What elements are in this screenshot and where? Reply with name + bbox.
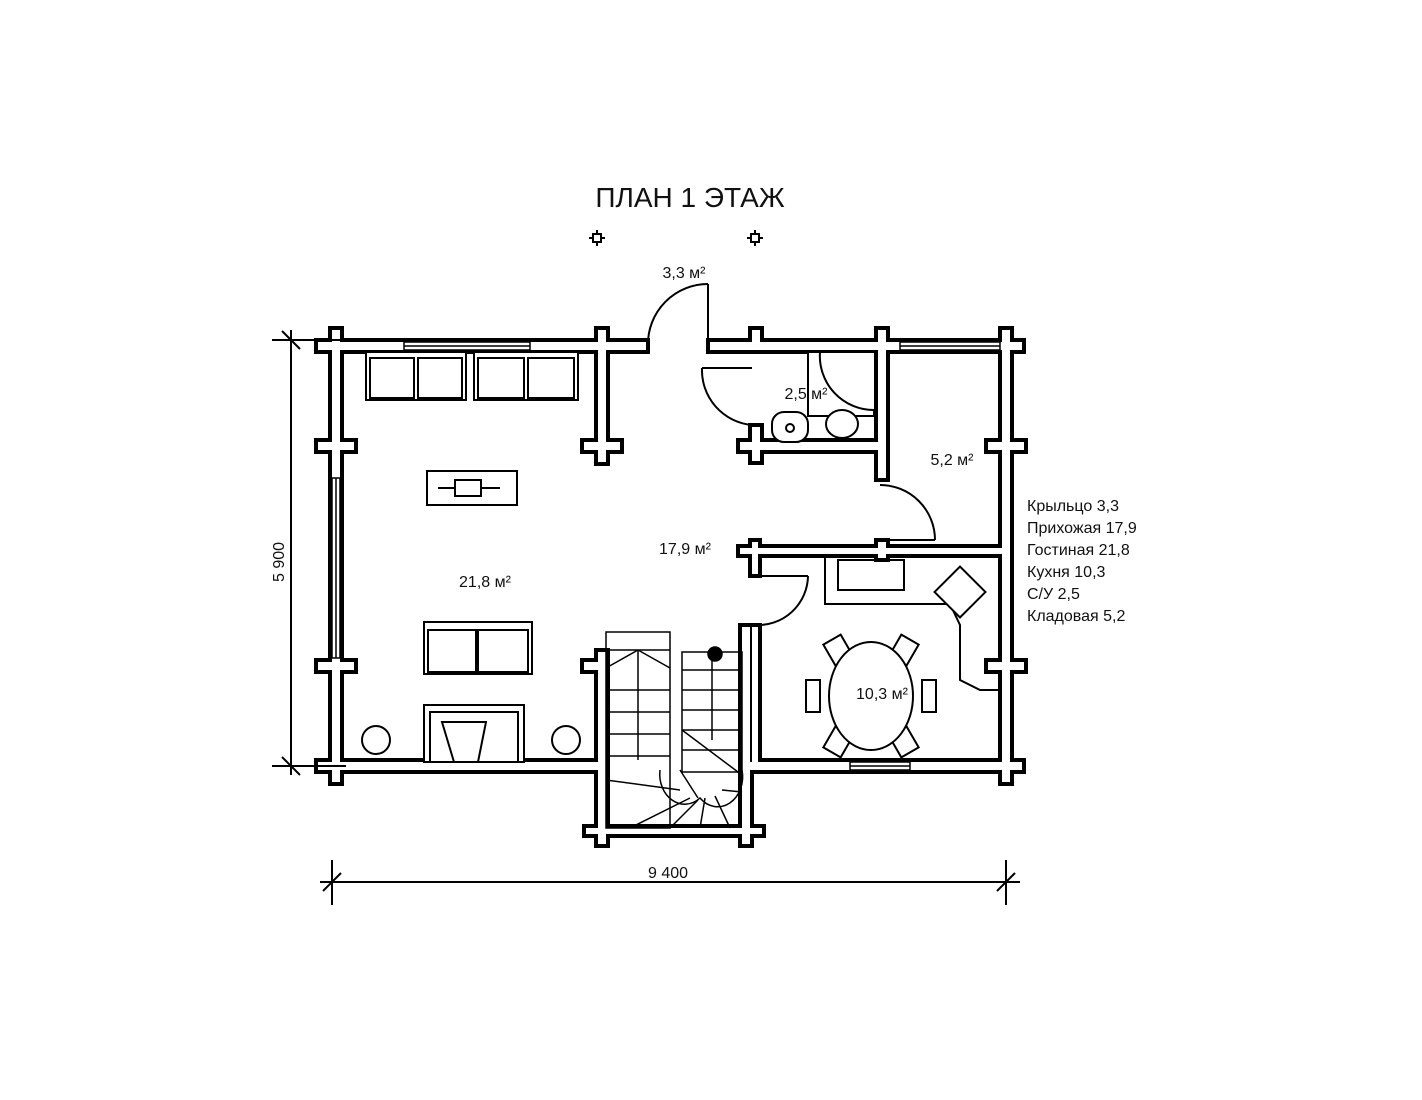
plan-title: ПЛАН 1 ЭТАЖ <box>595 182 785 213</box>
stove-icon <box>933 565 987 619</box>
doors <box>646 283 936 627</box>
room-area-storage: 5,2 м² <box>930 452 974 469</box>
legend-item: Прихожая 17,9 <box>1027 520 1137 537</box>
legend-item: Кладовая 5,2 <box>1027 608 1126 625</box>
staircase <box>605 631 744 829</box>
legend-item: Гостиная 21,8 <box>1027 542 1130 559</box>
room-area-hall: 17,9 м² <box>659 541 712 558</box>
plant-icon <box>551 725 581 755</box>
fireplace-icon <box>423 704 525 763</box>
room-area-porch: 3,3 м² <box>662 265 706 282</box>
stair-start-marker <box>707 646 723 662</box>
room-area-living: 21,8 м² <box>459 574 512 591</box>
table-icon <box>426 470 518 506</box>
kitchen-counter-icon <box>824 556 1000 691</box>
dimension-height: 5 900 <box>271 542 288 582</box>
dimension-lines <box>272 330 1020 905</box>
toilet-icon <box>825 409 859 439</box>
room-area-kitchen: 10,3 м² <box>856 686 909 703</box>
shower-icon <box>807 351 875 417</box>
dining-table-icon <box>805 633 937 759</box>
sofa-icon <box>365 351 579 401</box>
sink-icon <box>771 411 809 443</box>
legend-item: Кухня 10,3 <box>1027 564 1106 581</box>
sofa-icon <box>423 621 533 675</box>
porch-post-icon <box>589 230 763 246</box>
dimension-width: 9 400 <box>648 865 688 882</box>
legend-item: Крыльцо 3,3 <box>1027 498 1119 515</box>
legend-item: С/У 2,5 <box>1027 586 1080 603</box>
furniture <box>361 351 1000 763</box>
windows <box>331 341 1001 771</box>
room-area-bathroom: 2,5 м² <box>784 386 828 403</box>
area-legend: Крыльцо 3,3 Прихожая 17,9 Гостиная 21,8 … <box>1027 496 1137 628</box>
plant-icon <box>361 725 391 755</box>
